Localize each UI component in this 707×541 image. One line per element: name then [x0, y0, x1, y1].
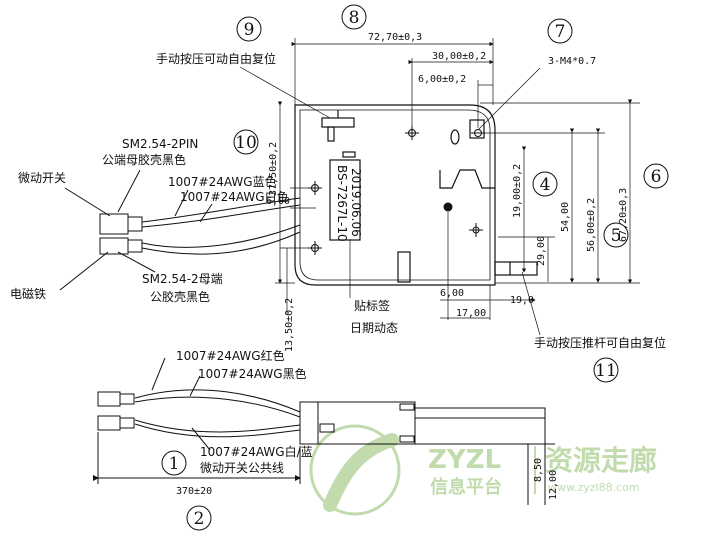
- svg-text:11: 11: [595, 361, 617, 381]
- label-connector-female: SM2.54-2母端: [142, 272, 223, 286]
- svg-text:9: 9: [244, 20, 255, 40]
- watermark-leaf-icon: [323, 433, 399, 512]
- svg-text:10: 10: [235, 133, 257, 153]
- label-manual-reset-pushrod: 手动按压推杆可自由复位: [534, 335, 666, 350]
- watermark-sub: 信息平台: [430, 476, 502, 498]
- dimension-lines: [275, 38, 640, 320]
- magnet-connector: [99, 237, 129, 255]
- dim-mount-holes: 3-M4*0.7: [548, 56, 596, 67]
- dim-370: 370±20: [176, 486, 212, 497]
- watermark: ZYZL 资源走廊 信息平台 www.zyzl88.com: [309, 424, 657, 516]
- switch-connector: [99, 213, 129, 235]
- dim-29-00: 29,00: [536, 236, 547, 266]
- label-wire-black: 1007#24AWG黑色: [198, 367, 307, 381]
- dim-67-20: 67,20±0,3: [618, 188, 629, 242]
- svg-text:4: 4: [540, 175, 551, 195]
- top-view: [294, 104, 538, 286]
- dim-6-00-top: 6,00±0,2: [418, 74, 466, 85]
- svg-text:6: 6: [651, 167, 662, 187]
- label-date-dynamic: 日期动态: [350, 321, 398, 335]
- label-plate: [329, 159, 361, 241]
- dim-13-50: 13,50±0,2: [284, 298, 295, 352]
- dim-54-00: 54,00: [560, 202, 571, 232]
- label-wire-red: 1007#24AWG红色: [176, 348, 285, 363]
- side-housing: [299, 401, 416, 445]
- label-connector-pin: SM2.54-2PIN: [122, 137, 198, 151]
- housing-outline: [294, 104, 496, 286]
- label-micro-switch: 微动开关: [18, 171, 66, 185]
- mount-holes: [308, 126, 485, 255]
- dim-6-00-bottom: 6,00: [440, 288, 464, 299]
- dim-17-00: 17,00: [456, 308, 486, 319]
- watermark-ring-icon: [309, 424, 401, 516]
- dim-12-00: 12,00: [548, 470, 559, 500]
- label-wire-common: 1007#24AWG白/蓝: [200, 444, 313, 459]
- dim-56-00: 56,00±0,2: [586, 198, 597, 252]
- dim-19-0: 19,0: [510, 295, 534, 306]
- svg-text:8: 8: [349, 8, 360, 28]
- label-electromagnet: 电磁铁: [10, 286, 46, 301]
- label-wire-blue: 1007#24AWG蓝色: [168, 175, 277, 189]
- watermark-brand: ZYZL: [428, 445, 501, 475]
- label-switch-common: 微动开关公共线: [200, 461, 284, 475]
- label-sticker: 贴标签: [354, 298, 390, 313]
- svg-text:7: 7: [555, 22, 566, 42]
- svg-text:5: 5: [611, 226, 622, 246]
- label-connector-female-desc: 公胶壳黑色: [150, 289, 210, 304]
- callout-numbers: 9 8 7 10 4 6 5 11 1 2: [169, 8, 662, 529]
- watermark-url: www.zyzl88.com: [548, 481, 640, 494]
- dim-19-00: 19,00±0,2: [512, 164, 523, 218]
- callouts: [161, 4, 669, 531]
- label-manual-reset-top: 手动按压可动自由复位: [156, 51, 276, 66]
- label-wire-white: 1007#24AWG白色: [180, 189, 289, 204]
- label-date: 2019.06.06: [349, 168, 363, 237]
- side-view: [93, 357, 555, 505]
- label-connector-pin-desc: 公端母胶壳黑色: [102, 152, 186, 167]
- dim-30-00: 30,00±0,2: [432, 51, 486, 62]
- label-model: BS-7267L-10: [335, 165, 349, 242]
- watermark-cn: 资源走廊: [545, 444, 657, 477]
- svg-text:2: 2: [194, 509, 205, 529]
- wiring-top: [59, 169, 301, 291]
- svg-text:1: 1: [169, 454, 180, 474]
- dim-37-50: 37,50±0,2: [268, 142, 279, 196]
- dim-72-70: 72,70±0,3: [368, 32, 422, 43]
- dim-8-50: 8,50: [533, 458, 544, 482]
